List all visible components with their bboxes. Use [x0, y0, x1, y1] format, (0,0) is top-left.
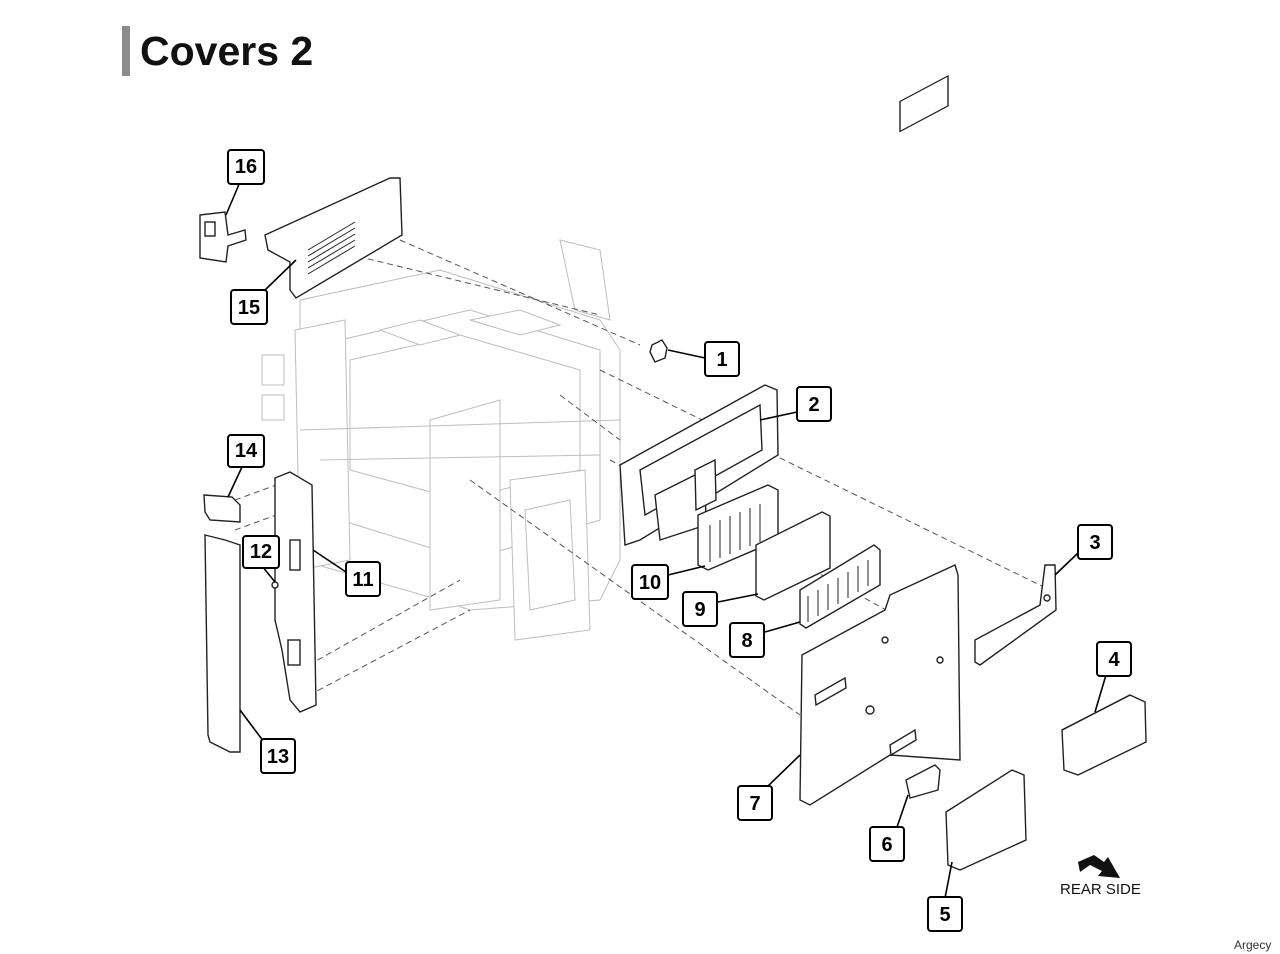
callout-5: 5	[927, 896, 963, 932]
svg-text:10: 10	[639, 572, 661, 594]
svg-text:13: 13	[267, 746, 289, 768]
svg-text:5: 5	[939, 904, 950, 926]
callout-2: 2	[796, 386, 832, 422]
part-8-grille-panel	[799, 544, 881, 629]
callout-14: 14	[227, 434, 265, 468]
part-5-panel	[945, 769, 1027, 871]
part-4-cover-block	[1061, 694, 1147, 776]
svg-text:6: 6	[881, 834, 892, 856]
svg-text:15: 15	[238, 297, 260, 319]
callout-11: 11	[345, 561, 381, 597]
callout-9: 9	[682, 591, 718, 627]
svg-text:11: 11	[352, 569, 373, 591]
svg-text:9: 9	[694, 599, 705, 621]
callout-1: 1	[704, 341, 740, 377]
title-accent-bar	[122, 26, 130, 76]
rear-side-label: REAR SIDE	[1060, 881, 1141, 898]
part-12-screw	[271, 581, 279, 589]
callout-10: 10	[631, 564, 669, 600]
part-10-filter	[697, 484, 779, 571]
part-16-bracket	[199, 211, 247, 263]
part-2-frame-cover	[619, 384, 779, 546]
leader-lines	[225, 181, 1107, 899]
callout-13: 13	[260, 738, 296, 774]
callout-6: 6	[869, 826, 905, 862]
callout-16: 16	[227, 149, 265, 185]
svg-text:7: 7	[749, 793, 760, 815]
part-11-side-frame	[274, 471, 317, 713]
svg-text:2: 2	[808, 394, 819, 416]
svg-text:4: 4	[1108, 649, 1120, 671]
svg-text:12: 12	[250, 541, 272, 563]
callout-3: 3	[1077, 524, 1113, 560]
part-7-rear-cover	[799, 74, 961, 806]
part-10-grille	[709, 504, 761, 562]
callout-12: 12	[242, 535, 280, 569]
part-15-grille	[307, 221, 356, 275]
svg-text:14: 14	[235, 440, 258, 462]
callout-7: 7	[737, 785, 773, 821]
watermark: Argecy	[1234, 938, 1272, 952]
part-14-small-cover	[203, 494, 241, 523]
part-1-sensor	[649, 339, 668, 363]
callout-4: 4	[1096, 641, 1132, 677]
svg-text:1: 1	[716, 349, 727, 371]
svg-text:8: 8	[741, 630, 752, 652]
part-9-filter-panel	[755, 511, 831, 601]
part-15-rear-top-cover	[264, 177, 403, 299]
page-title: Covers 2	[140, 28, 314, 74]
part-13-long-side-cover	[204, 534, 241, 753]
printer-frame	[261, 239, 621, 641]
rear-side-arrow-icon	[1078, 855, 1120, 878]
callout-15: 15	[230, 289, 268, 325]
callout-8: 8	[729, 622, 765, 658]
part-6-small-bracket	[905, 764, 941, 799]
svg-text:3: 3	[1089, 532, 1100, 554]
svg-text:16: 16	[235, 156, 257, 178]
part-8-grille	[807, 560, 869, 622]
part-3-side-bracket	[974, 564, 1057, 666]
